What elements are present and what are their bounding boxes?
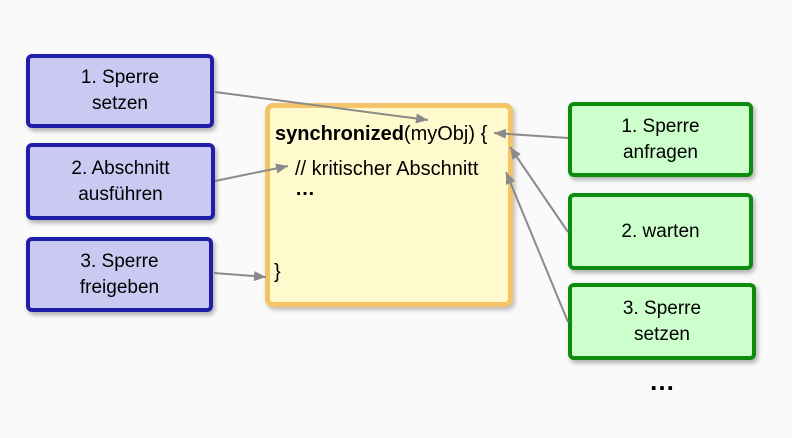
step-label: 2. warten: [621, 220, 700, 242]
step-label: 3. Sperre freigeben: [79, 250, 160, 298]
step-box-sperre-anfragen: 1. Sperre anfragen: [568, 102, 753, 177]
more-steps-ellipsis: …: [649, 366, 675, 396]
step-label: 1. Sperre anfragen: [621, 115, 700, 163]
code-line-comment: // kritischer Abschnitt: [295, 158, 479, 180]
step-box-abschnitt-ausfuehren: 2. Abschnitt ausführen: [26, 143, 215, 220]
step-box-sperre-freigeben: 3. Sperre freigeben: [26, 237, 213, 312]
code-line-closing-brace: }: [274, 261, 281, 283]
code-box-synchronized-block: synchronized(myObj) { // kritischer Absc…: [265, 103, 513, 307]
code-line-ellipsis: …: [295, 178, 315, 200]
arrow-sperre-freigeben-to-brace: [213, 271, 267, 282]
code-keyword: synchronized: [275, 123, 404, 145]
code-line-synchronized: synchronized(myObj) {: [275, 123, 487, 145]
step-box-sperre-setzen-rechts: 3. Sperre setzen: [568, 283, 756, 360]
step-box-warten: 2. warten: [568, 193, 753, 270]
step-label: 2. Abschnitt ausführen: [71, 157, 170, 205]
arrow-sperre-setzen-rechts-to-brace: [505, 171, 569, 323]
code-args: (myObj) {: [403, 123, 488, 145]
step-label: 3. Sperre setzen: [622, 297, 702, 345]
step-box-sperre-setzen: 1. Sperre setzen: [26, 54, 214, 128]
step-label: 1. Sperre setzen: [80, 67, 160, 114]
arrow-warten-to-brace: [509, 146, 569, 233]
